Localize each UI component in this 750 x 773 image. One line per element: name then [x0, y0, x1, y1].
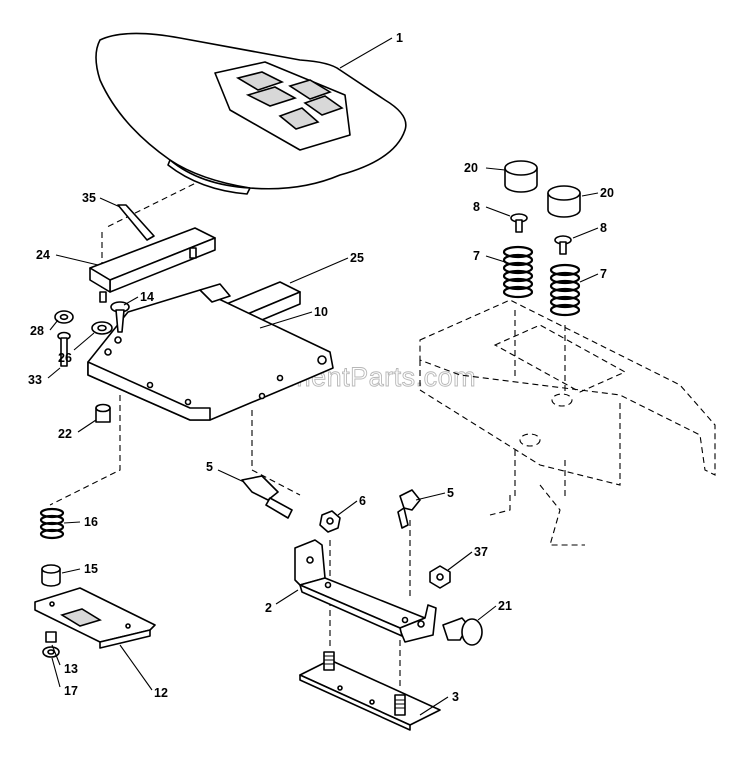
seat-pan-part-10	[87, 283, 334, 421]
callout-25: 25	[350, 251, 364, 265]
callout-10: 10	[314, 305, 328, 319]
callout-37: 37	[474, 545, 488, 559]
spring-part-16	[39, 507, 65, 540]
nut-part-13	[45, 631, 57, 643]
lower-bracket-part-12	[34, 587, 156, 649]
callout-3: 3	[452, 690, 459, 704]
bolt-part-8-left	[510, 213, 528, 233]
callout-8-left: 8	[473, 200, 480, 214]
nut-part-37	[429, 565, 451, 589]
callout-7-right: 7	[600, 267, 607, 281]
bumper-part-20-right	[547, 185, 581, 218]
callout-22: 22	[58, 427, 72, 441]
callout-12: 12	[154, 686, 168, 700]
clip-part-5-right	[397, 489, 421, 529]
stud-right-part-3	[394, 694, 406, 716]
callout-14: 14	[140, 290, 154, 304]
callout-24: 24	[36, 248, 50, 262]
callout-20-left: 20	[464, 161, 478, 175]
callout-17: 17	[64, 684, 78, 698]
seat-rail-part-24	[89, 227, 216, 303]
bolt-part-33	[57, 331, 71, 367]
callout-labels: 1 35 24 25 14 10 28 26 33 22 20 20 8 8 7…	[28, 31, 614, 704]
callout-7-left: 7	[473, 249, 480, 263]
callout-26: 26	[58, 351, 72, 365]
spring-part-7-right	[549, 263, 581, 317]
callout-33: 33	[28, 373, 42, 387]
fender-tractor-body	[419, 299, 716, 546]
callout-13: 13	[64, 662, 78, 676]
callout-28: 28	[30, 324, 44, 338]
callout-35: 35	[82, 191, 96, 205]
callout-15: 15	[84, 562, 98, 576]
callout-20-right: 20	[600, 186, 614, 200]
spring-part-7-left	[502, 245, 534, 299]
bolt-part-21	[442, 617, 483, 646]
assembly-guide-lines	[49, 174, 566, 690]
bolt-part-8-right	[554, 235, 572, 255]
callout-5-right: 5	[447, 486, 454, 500]
bracket-part-2	[294, 539, 437, 643]
callout-8-right: 8	[600, 221, 607, 235]
callout-6: 6	[359, 494, 366, 508]
callout-5-left: 5	[206, 460, 213, 474]
callout-16: 16	[84, 515, 98, 529]
stud-left-part-3	[323, 651, 335, 671]
callout-1: 1	[396, 31, 403, 45]
nut-part-22	[95, 403, 111, 423]
washer-part-28	[54, 310, 74, 324]
washer-part-17	[42, 646, 60, 658]
callout-2: 2	[265, 601, 272, 615]
nut-part-6	[319, 510, 341, 533]
clip-part-5-left	[241, 475, 293, 519]
bumper-part-20-left	[504, 160, 538, 193]
spacer-part-15	[41, 564, 61, 587]
plate-part-3	[299, 659, 441, 731]
pin-part-35	[117, 204, 155, 241]
washer-part-26	[91, 321, 113, 335]
leader-lines	[47, 37, 599, 716]
seat-part-1	[95, 32, 407, 195]
callout-21: 21	[498, 599, 512, 613]
